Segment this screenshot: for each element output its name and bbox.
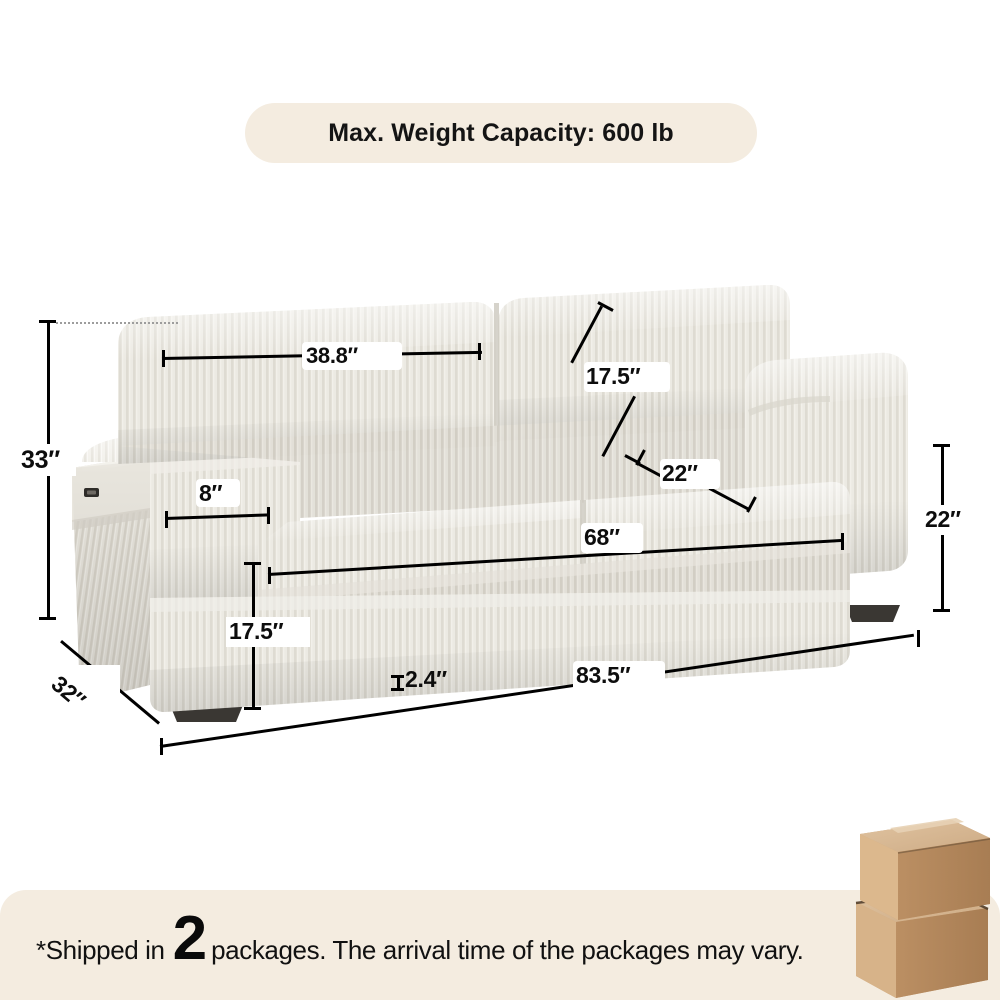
dim-label-bg-seat-depth	[660, 459, 720, 489]
dim-label-seat-width: 68″	[584, 524, 620, 550]
max-weight-capacity-text: Max. Weight Capacity: 600 lb	[328, 118, 674, 147]
package-count: 2	[172, 904, 208, 973]
dim-tick-overall-width-right	[917, 630, 920, 647]
dim-label-armrest-height: 22″	[925, 506, 961, 532]
dim-label-bg-backrest-height	[584, 362, 670, 392]
dim-label-seat-depth: 22″	[662, 460, 698, 486]
dim-label-leg-height: 2.4″	[405, 666, 447, 692]
shipping-suffix-text: packages. The arrival time of the packag…	[211, 935, 804, 965]
dim-label-bg-armrest-width	[196, 479, 240, 507]
dim-line-leg-height	[397, 675, 400, 691]
shipping-banner-row: *Shipped in 2 packages. The arrival time…	[36, 908, 804, 982]
dim-label-overall-width: 83.5″	[576, 662, 631, 688]
dim-tick-overall-height-top	[39, 320, 56, 323]
dim-tick-backrest-width-left	[162, 350, 165, 367]
dim-tick-seat-width-right	[841, 533, 844, 550]
dim-tick-overall-width-left	[160, 738, 163, 755]
dim-label-bg-overall-height	[18, 444, 76, 476]
dim-tick-armrest-width-left	[165, 511, 168, 528]
dim-tick-armrest-height-top	[933, 444, 950, 447]
dim-label-bg-overall-depth	[58, 665, 120, 719]
shipping-banner: *Shipped in 2 packages. The arrival time…	[0, 890, 1000, 1000]
dim-tick-seat-height-bottom	[244, 707, 261, 710]
leader-line-overall-height	[56, 322, 178, 324]
shipping-prefix-text: *Shipped in	[36, 935, 165, 965]
shipping-boxes-illustration	[855, 818, 991, 998]
dim-tick-armrest-width-right	[267, 507, 270, 524]
dim-label-overall-height: 33″	[21, 446, 60, 474]
dim-tick-overall-height-bottom	[39, 617, 56, 620]
dim-tick-leg-height-bottom	[391, 688, 404, 691]
dim-label-bg-overall-width	[573, 661, 665, 691]
dim-tick-seat-height-top	[244, 562, 261, 565]
dim-label-backrest-height: 17.5″	[586, 363, 641, 389]
dim-tick-backrest-width-right	[478, 343, 481, 360]
dim-label-bg-backrest-width	[302, 342, 402, 370]
dim-label-armrest-width: 8″	[199, 480, 223, 506]
dim-label-seat-height: 17.5″	[229, 618, 284, 644]
dim-label-backrest-width: 38.8″	[306, 343, 358, 368]
dim-tick-leg-height-top	[391, 675, 404, 678]
max-weight-capacity-badge: Max. Weight Capacity: 600 lb	[245, 103, 757, 163]
dim-tick-seat-width-left	[268, 567, 271, 584]
dim-label-bg-seat-height	[226, 617, 310, 647]
sofa-illustration	[72, 284, 908, 722]
dim-label-bg-seat-width	[581, 523, 643, 553]
dim-label-bg-armrest-height	[922, 505, 976, 535]
dim-tick-armrest-height-bottom	[933, 609, 950, 612]
